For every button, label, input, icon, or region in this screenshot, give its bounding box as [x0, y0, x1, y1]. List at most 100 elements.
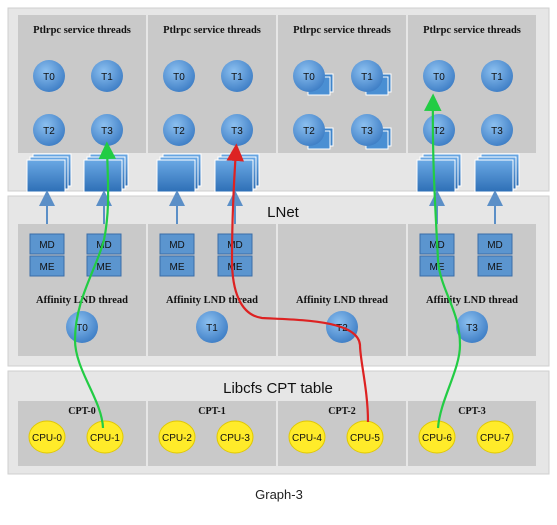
md-label: MD — [96, 240, 112, 251]
cpu-label: CPU-5 — [350, 433, 380, 444]
service-thread-circle — [481, 60, 513, 92]
cpu-circle — [28, 420, 66, 454]
service-thread-label: T3 — [361, 126, 373, 137]
md-box — [217, 233, 253, 255]
service-group-title: Ptlrpc service threads — [293, 25, 391, 36]
service-thread-label: T0 — [433, 72, 445, 83]
service-thread-label: T3 — [491, 126, 503, 137]
me-label: ME — [228, 262, 243, 273]
service-thread-circle — [221, 114, 253, 146]
md-label: MD — [487, 240, 503, 251]
md-box — [477, 233, 513, 255]
red-path-cpt2 — [226, 143, 370, 423]
service-thread-circle — [33, 60, 65, 92]
affinity-lnd-label: Affinity LND thread — [426, 295, 518, 306]
me-label: ME — [97, 262, 112, 273]
cpu-label: CPU-1 — [90, 433, 120, 444]
service-group-title: Ptlrpc service threads — [33, 25, 131, 36]
cpu-label: CPU-7 — [480, 433, 510, 444]
service-thread-circle — [423, 114, 455, 146]
md-box — [159, 233, 195, 255]
affinity-lnd-label: Affinity LND thread — [296, 295, 388, 306]
md-label: MD — [169, 240, 185, 251]
me-label: ME — [430, 262, 445, 273]
service-thread-label: T0 — [43, 72, 55, 83]
cpt-label: CPT-0 — [68, 406, 95, 417]
cpu-circle — [288, 420, 326, 454]
cpu-label: CPU-2 — [162, 433, 192, 444]
service-thread-label: T2 — [173, 126, 185, 137]
me-box — [159, 255, 195, 277]
caption: Graph-3 — [255, 487, 303, 502]
cpt-label: CPT-3 — [458, 406, 485, 417]
me-box — [29, 255, 65, 277]
libcfs-title: Libcfs CPT table — [223, 380, 333, 397]
lnd-thread-circle — [66, 311, 98, 343]
lnd-thread-label: T1 — [206, 323, 218, 334]
me-box — [217, 255, 253, 277]
me-label: ME — [170, 262, 185, 273]
request-queue-icon — [26, 159, 66, 193]
md-label: MD — [39, 240, 55, 251]
lnd-thread-circle — [456, 311, 488, 343]
cpt-label: CPT-1 — [198, 406, 225, 417]
service-thread-circle — [293, 114, 325, 146]
cpu-circle — [158, 420, 196, 454]
service-thread-label: T3 — [101, 126, 113, 137]
md-label: MD — [227, 240, 243, 251]
service-thread-circle — [423, 60, 455, 92]
cpu-label: CPU-4 — [292, 433, 322, 444]
service-thread-label: T1 — [491, 72, 503, 83]
service-thread-circle — [481, 114, 513, 146]
me-label: ME — [488, 262, 503, 273]
request-queue-icon — [83, 159, 123, 193]
cpu-circle — [418, 420, 456, 454]
cpu-circle — [346, 420, 384, 454]
cpu-circle — [86, 420, 124, 454]
cpt-label: CPT-2 — [328, 406, 355, 417]
service-thread-circle — [351, 60, 383, 92]
request-queue-icon — [474, 159, 514, 193]
cpu-label: CPU-0 — [32, 433, 62, 444]
service-thread-label: T0 — [303, 72, 315, 83]
lnd-thread-label: T3 — [466, 323, 478, 334]
service-thread-circle — [293, 60, 325, 92]
service-thread-label: T0 — [173, 72, 185, 83]
service-thread-label: T2 — [303, 126, 315, 137]
service-thread-circle — [91, 114, 123, 146]
lnd-thread-circle — [196, 311, 228, 343]
cpu-label: CPU-3 — [220, 433, 250, 444]
service-group-title: Ptlrpc service threads — [423, 25, 521, 36]
green-path-cpt0 — [73, 141, 117, 429]
cpu-label: CPU-6 — [422, 433, 452, 444]
lnd-thread-label: T0 — [76, 323, 88, 334]
lnet-title: LNet — [267, 204, 300, 221]
service-thread-label: T2 — [433, 126, 445, 137]
service-thread-label: T1 — [101, 72, 113, 83]
cpu-circle — [476, 420, 514, 454]
md-box — [29, 233, 65, 255]
me-box — [477, 255, 513, 277]
me-label: ME — [40, 262, 55, 273]
request-queue-icon — [156, 159, 196, 193]
request-queue-icon — [416, 159, 456, 193]
service-thread-circle — [351, 114, 383, 146]
service-thread-circle — [221, 60, 253, 92]
cpu-circle — [216, 420, 254, 454]
green-path-cpt3 — [424, 93, 462, 429]
me-box — [86, 255, 122, 277]
service-thread-label: T3 — [231, 126, 243, 137]
service-thread-circle — [163, 60, 195, 92]
affinity-lnd-label: Affinity LND thread — [166, 295, 258, 306]
service-thread-circle — [163, 114, 195, 146]
service-thread-label: T2 — [43, 126, 55, 137]
service-thread-circle — [33, 114, 65, 146]
service-group-title: Ptlrpc service threads — [163, 25, 261, 36]
service-thread-circle — [91, 60, 123, 92]
service-thread-label: T1 — [231, 72, 243, 83]
service-thread-label: T1 — [361, 72, 373, 83]
